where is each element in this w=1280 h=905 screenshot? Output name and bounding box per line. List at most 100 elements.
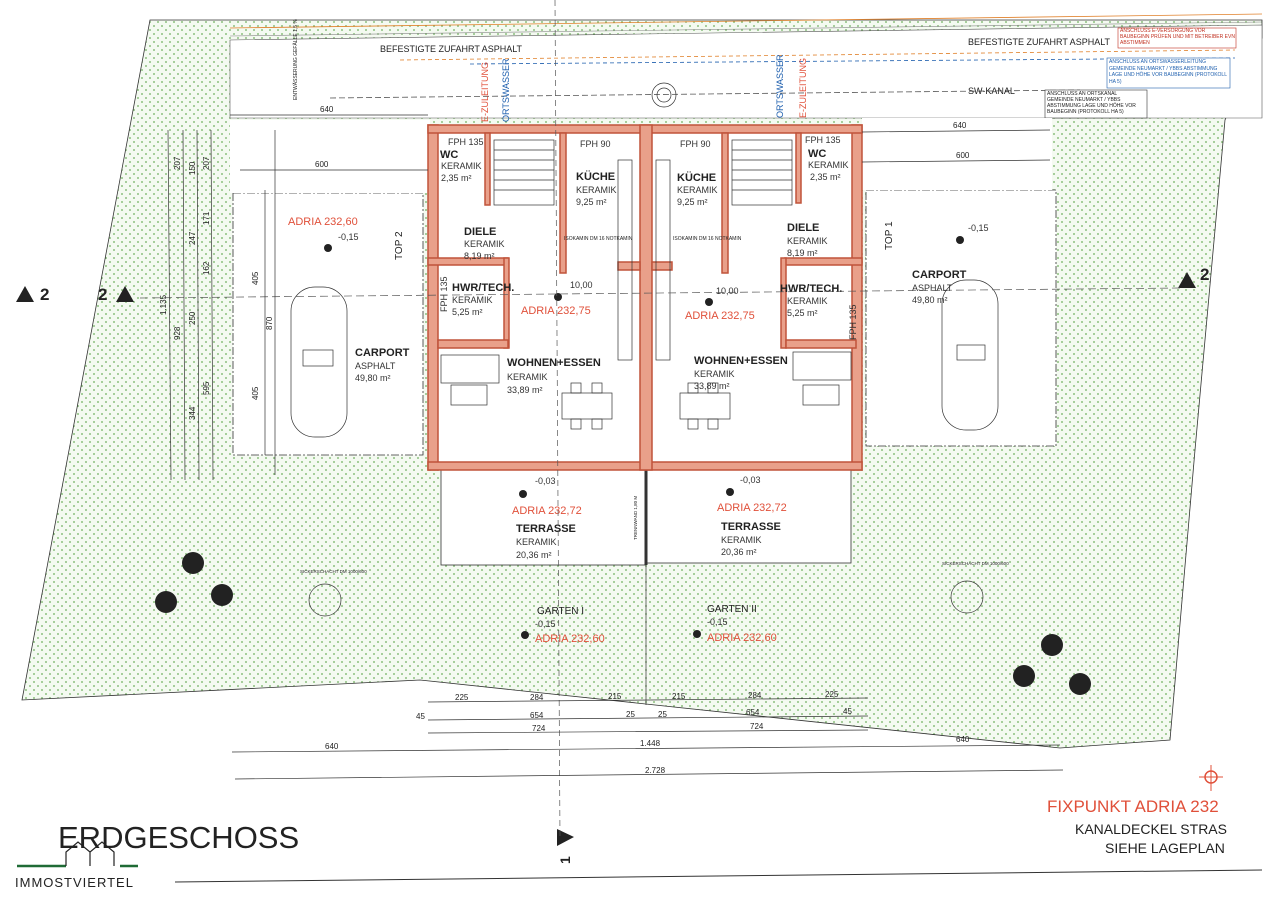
- elevation-marker-icons: [324, 236, 964, 639]
- vertical-dimensions: 207 150 207 171 247 162 250 928 1.135 34…: [159, 129, 276, 481]
- svg-text:640: 640: [325, 742, 339, 751]
- room-name: DIELE: [464, 226, 496, 238]
- room-fph: FPH 135: [848, 304, 858, 340]
- room-area: 20,36 m²: [721, 547, 757, 557]
- svg-text:207: 207: [202, 156, 211, 170]
- room-floor: KERAMIK: [576, 185, 617, 195]
- svg-text:600: 600: [315, 160, 329, 169]
- logo: IMMOSTVIERTEL: [15, 841, 138, 890]
- section-marker-icon: 2 2 2 1: [16, 265, 1209, 864]
- svg-text:150: 150: [188, 161, 197, 175]
- terrace-level: -0,03: [740, 475, 761, 485]
- ortswasser-label-right: ORTSWASSER: [775, 54, 785, 118]
- svg-text:SICKERSCHACHT DM 1000/600: SICKERSCHACHT DM 1000/600: [942, 561, 1009, 566]
- sickerschacht-icons: SICKERSCHACHT DM 1000/600 SICKERSCHACHT …: [300, 561, 1009, 617]
- svg-text:654: 654: [530, 711, 544, 720]
- fixpunkt-line1: KANALDECKEL STRAS: [1075, 821, 1227, 837]
- top-label: TOP 2: [394, 231, 405, 260]
- garden-adria: ADRIA 232,60: [535, 633, 605, 645]
- unit-top1: FPH 135 WC KERAMIK 2,35 m² DIELE KERAMIK…: [673, 135, 989, 644]
- room-floor: ASPHALT: [912, 283, 953, 293]
- fixpunkt-icon: [1199, 765, 1223, 791]
- terrace-adria: ADRIA 232,72: [512, 505, 582, 517]
- carport-right: [865, 189, 1057, 447]
- stairs-icon: [493, 139, 555, 206]
- svg-text:45: 45: [843, 707, 852, 716]
- room-name: CARPORT: [355, 347, 410, 359]
- room-name: KÜCHE: [576, 170, 615, 183]
- svg-text:247: 247: [188, 231, 197, 245]
- adria-level: ADRIA 232,75: [685, 310, 755, 322]
- house: [427, 124, 863, 471]
- room-fph: FPH 135: [439, 276, 449, 312]
- svg-text:405: 405: [251, 386, 260, 400]
- room-floor: KERAMIK: [516, 537, 557, 547]
- room-floor: KERAMIK: [441, 161, 482, 171]
- ortswasser-label-left: ORTSWASSER: [501, 58, 511, 122]
- garden-name: GARTEN II: [707, 604, 757, 615]
- carport-level: -0,15: [968, 223, 989, 233]
- svg-text:1: 1: [557, 856, 573, 864]
- room-name: WOHNEN+ESSEN: [507, 357, 601, 369]
- room-area: 20,36 m²: [516, 550, 552, 560]
- e-zuleitung-label-right: E-ZULEITUNG: [798, 58, 808, 118]
- room-area: 2,35 m²: [810, 172, 841, 182]
- room-name: DIELE: [787, 222, 819, 234]
- room-area: 8,19 m²: [787, 248, 818, 258]
- room-area: 5,25 m²: [452, 307, 483, 317]
- room-area: 49,80 m²: [355, 373, 391, 383]
- svg-text:215: 215: [672, 692, 686, 701]
- svg-text:928: 928: [173, 326, 182, 340]
- svg-text:284: 284: [530, 693, 544, 702]
- svg-text:405: 405: [251, 271, 260, 285]
- top-dimensions: 640 600 640 600: [230, 105, 1051, 171]
- sofa-icon: [792, 351, 852, 406]
- room-name: WC: [808, 148, 826, 160]
- svg-text:1.448: 1.448: [640, 739, 661, 748]
- garden-adria: ADRIA 232,60: [707, 632, 777, 644]
- svg-text:724: 724: [532, 724, 546, 733]
- room-area: 8,19 m²: [464, 251, 495, 261]
- room-name: KÜCHE: [677, 171, 716, 184]
- svg-text:640: 640: [956, 735, 970, 744]
- svg-text:25: 25: [658, 710, 667, 719]
- sofa-icon: [440, 354, 500, 406]
- room-floor: ASPHALT: [355, 361, 396, 371]
- room-floor: KERAMIK: [787, 296, 828, 306]
- note-ortswasser: ANSCHLUSS AN ORTSWASSERLEITUNG GEMEINDE …: [1106, 57, 1231, 89]
- svg-text:1.135: 1.135: [159, 294, 168, 315]
- room-floor: KERAMIK: [808, 160, 849, 170]
- entwaesserung-label: ENTWÄSSERUNG GEFÄLLE 1,5 %: [292, 19, 299, 100]
- kamin-label: ISOKAMIN DM 16 NOTKAMIN: [564, 236, 633, 242]
- room-floor: KERAMIK: [694, 369, 735, 379]
- fixpunkt-title: FIXPUNKT ADRIA 232: [1047, 797, 1219, 816]
- garden-level: -0,15: [707, 617, 728, 627]
- note-e-versorgung: ANSCHLUSS E-VERSORGUNG VOR BAUBEGINN PRÜ…: [1117, 27, 1237, 49]
- note-ortskanal: ANSCHLUSS AN ORTSKANAL GEMEINDE NEUMARKT…: [1044, 89, 1148, 119]
- svg-text:207: 207: [173, 156, 182, 170]
- dining-table-icon: [679, 382, 731, 430]
- svg-text:2.728: 2.728: [645, 766, 666, 775]
- room-name: WOHNEN+ESSEN: [694, 355, 788, 367]
- room-fph: FPH 90: [680, 139, 711, 149]
- kamin-level: 10,00: [716, 286, 739, 296]
- room-fph: FPH 135: [448, 137, 484, 147]
- svg-text:640: 640: [953, 121, 967, 130]
- svg-text:870: 870: [265, 316, 274, 330]
- carport-adria: ADRIA 232,60: [288, 216, 358, 228]
- top-label: TOP 1: [884, 221, 895, 250]
- svg-text:2: 2: [40, 285, 49, 304]
- room-name: TERRASSE: [721, 521, 781, 533]
- e-zuleitung-label-left: E-ZULEITUNG: [480, 62, 490, 122]
- trennwand-label: TRENNWAND 1,80 M: [633, 496, 638, 540]
- kamin-level: 10,00: [570, 280, 593, 290]
- unit-top2: FPH 135 WC KERAMIK 2,35 m² DIELE KERAMIK…: [288, 137, 633, 645]
- room-area: 33,89 m²: [507, 385, 543, 395]
- terrace-left: [440, 469, 646, 566]
- svg-text:284: 284: [748, 691, 762, 700]
- kamin-label: ISOKAMIN DM 16 NOTKAMIN: [673, 236, 742, 242]
- svg-text:215: 215: [608, 692, 622, 701]
- svg-text:640: 640: [320, 105, 334, 114]
- page-title: ERDGESCHOSS: [58, 820, 299, 855]
- dining-table-icon: [561, 382, 613, 430]
